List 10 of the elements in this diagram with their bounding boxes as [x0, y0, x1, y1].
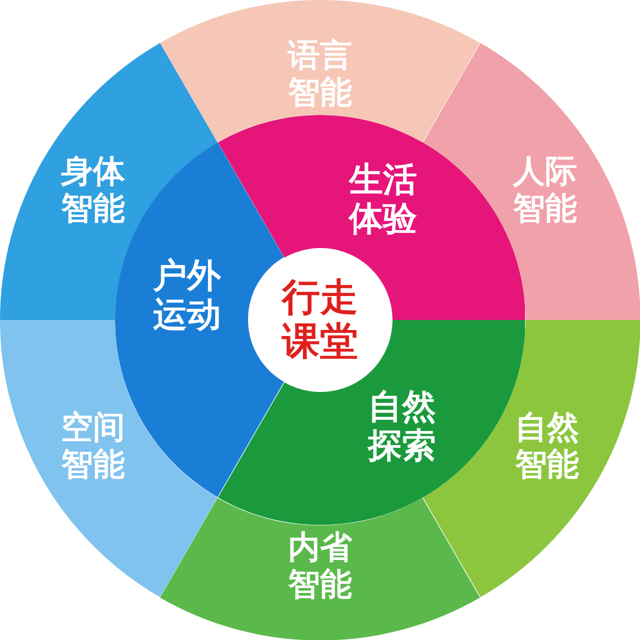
sector-label: 行走课堂	[280, 276, 359, 364]
sector-label: 自然探索	[366, 388, 437, 466]
sector-label: 人际智能	[512, 153, 578, 227]
sector-label: 身体智能	[60, 153, 126, 227]
sector-label: 语言智能	[286, 37, 353, 111]
sector-label: 户外运动	[152, 256, 222, 336]
sector-label: 内省智能	[286, 529, 354, 603]
sector-label: 空间智能	[60, 409, 126, 483]
sector-label: 生活体验	[347, 160, 418, 240]
sector-label: 自然智能	[514, 409, 580, 483]
